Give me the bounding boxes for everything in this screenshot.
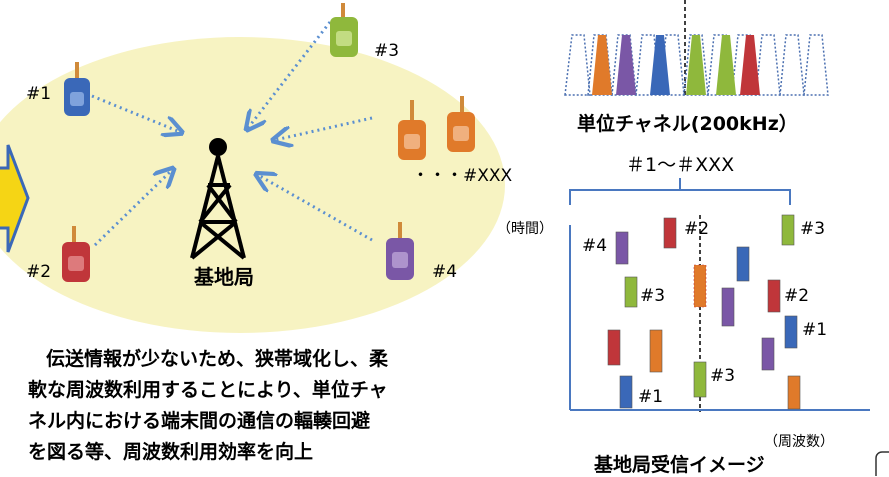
device-label-4: #4	[432, 262, 458, 282]
input-arrow-shape	[0, 144, 30, 253]
device-icon-2	[62, 226, 90, 282]
chart-caption: 基地局受信イメージ	[594, 454, 765, 476]
device-icon-3	[330, 3, 358, 57]
slot-label: #3	[800, 219, 826, 239]
frequency-axis-label: （周波数）	[764, 434, 834, 450]
slot-label: #3	[640, 286, 666, 306]
description-line: 伝送情報が少ないため、狭帯域化し、柔	[46, 348, 389, 370]
description-line: ネル内における端末間の通信の輻輳回避	[28, 410, 371, 432]
slot-label: #3	[710, 366, 736, 386]
device-icon-xxx-a	[398, 100, 426, 160]
channel-range: ＃1～＃XXX	[626, 154, 735, 176]
slot-label: #2	[784, 286, 810, 306]
device-icon-1	[64, 62, 90, 116]
slot-label: #2	[684, 219, 710, 239]
signal-arrows	[91, 21, 373, 247]
slot-label: #1	[802, 320, 828, 340]
base-station-tower-icon	[190, 138, 246, 260]
corner-fragment	[875, 451, 889, 476]
description-text: 伝送情報が少ないため、狭帯域化し、柔 軟な周波数利用することにより、単位チャ ネ…	[28, 344, 548, 468]
description-line: を図る等、周波数利用効率を向上	[28, 441, 314, 463]
slot-label: #1	[638, 387, 664, 407]
device-icon-4	[386, 222, 414, 280]
channel-spectrum	[564, 0, 829, 96]
device-label-xxx: ・・・#XXX	[412, 166, 513, 186]
time-frequency-axes	[569, 225, 870, 411]
device-label-2: #2	[26, 262, 52, 282]
channel-brace	[569, 189, 791, 205]
device-label-1: #1	[26, 84, 52, 104]
slot-label: #4	[582, 236, 608, 256]
device-icon-xxx-b	[447, 96, 475, 152]
base-station-label: 基地局	[194, 265, 254, 289]
device-label-3: #3	[374, 41, 400, 61]
received-slots	[607, 214, 801, 410]
channel-title: 単位チャネル(200kHz）	[577, 113, 798, 135]
time-axis-label: （時間）	[497, 221, 553, 237]
description-line: 軟な周波数利用することにより、単位チャ	[28, 379, 388, 401]
